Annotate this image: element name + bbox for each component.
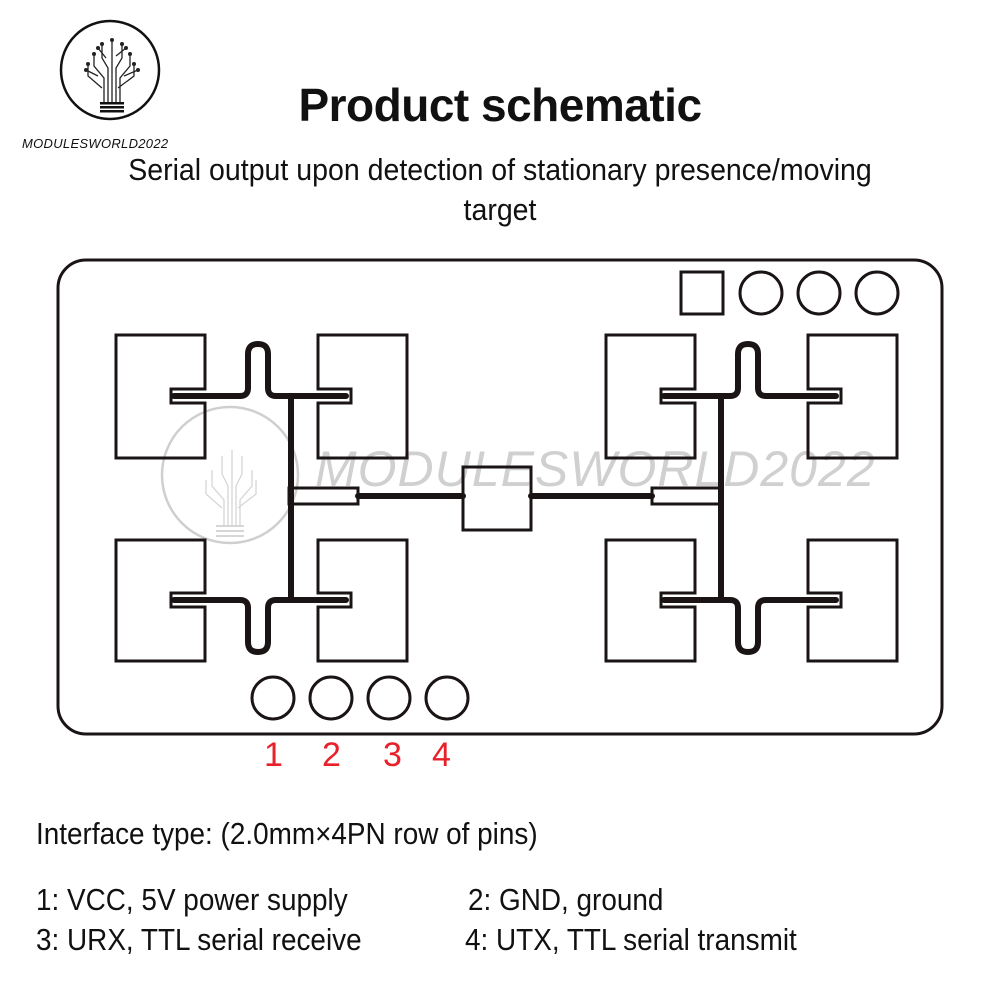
trace bbox=[171, 341, 349, 399]
pin-label-4: 4 bbox=[432, 736, 451, 774]
board-outline bbox=[56, 258, 944, 736]
pin-desc-1: 1: VCC, 5V power supply bbox=[36, 882, 348, 917]
connector-pad-round bbox=[738, 270, 784, 316]
page-title: Product schematic bbox=[298, 79, 702, 131]
antenna-patch bbox=[604, 538, 697, 663]
trace bbox=[661, 597, 839, 655]
antenna-patch bbox=[114, 333, 207, 460]
pin-pad-4 bbox=[424, 675, 470, 721]
connector-pad-round bbox=[796, 270, 842, 316]
pin-pad-1 bbox=[250, 675, 296, 721]
antenna-patch bbox=[806, 333, 899, 460]
pin-desc-3: 3: URX, TTL serial receive bbox=[36, 922, 362, 957]
circuit-tree-lightbulb-icon bbox=[59, 19, 161, 121]
antenna-patch bbox=[316, 538, 409, 663]
pin-desc-2: 2: GND, ground bbox=[468, 882, 664, 917]
feed-stub bbox=[287, 486, 360, 506]
pin-label-3: 3 bbox=[383, 736, 402, 774]
antenna-patch bbox=[604, 333, 697, 460]
antenna-patch bbox=[114, 538, 207, 663]
chip bbox=[461, 465, 533, 532]
pin-pad-2 bbox=[308, 675, 354, 721]
connector-pad-round bbox=[854, 270, 900, 316]
brand-name: MODULESWORLD2022 bbox=[22, 136, 169, 151]
antenna-patch bbox=[316, 333, 409, 460]
trace bbox=[661, 341, 839, 399]
interface-type: Interface type: (2.0mm×4PN row of pins) bbox=[36, 816, 538, 851]
feed-stub bbox=[650, 486, 723, 506]
subtitle-line-1: Serial output upon detection of stationa… bbox=[128, 152, 872, 187]
connector-pad-square bbox=[679, 270, 725, 316]
pin-label-2: 2 bbox=[322, 736, 341, 774]
pin-desc-4: 4: UTX, TTL serial transmit bbox=[465, 922, 797, 957]
subtitle-line-2: target bbox=[463, 192, 537, 227]
antenna-patch bbox=[806, 538, 899, 663]
page-subtitle: Serial output upon detection of stationa… bbox=[86, 150, 914, 230]
pin-label-1: 1 bbox=[264, 736, 283, 774]
pin-pad-3 bbox=[366, 675, 412, 721]
trace bbox=[171, 597, 349, 655]
